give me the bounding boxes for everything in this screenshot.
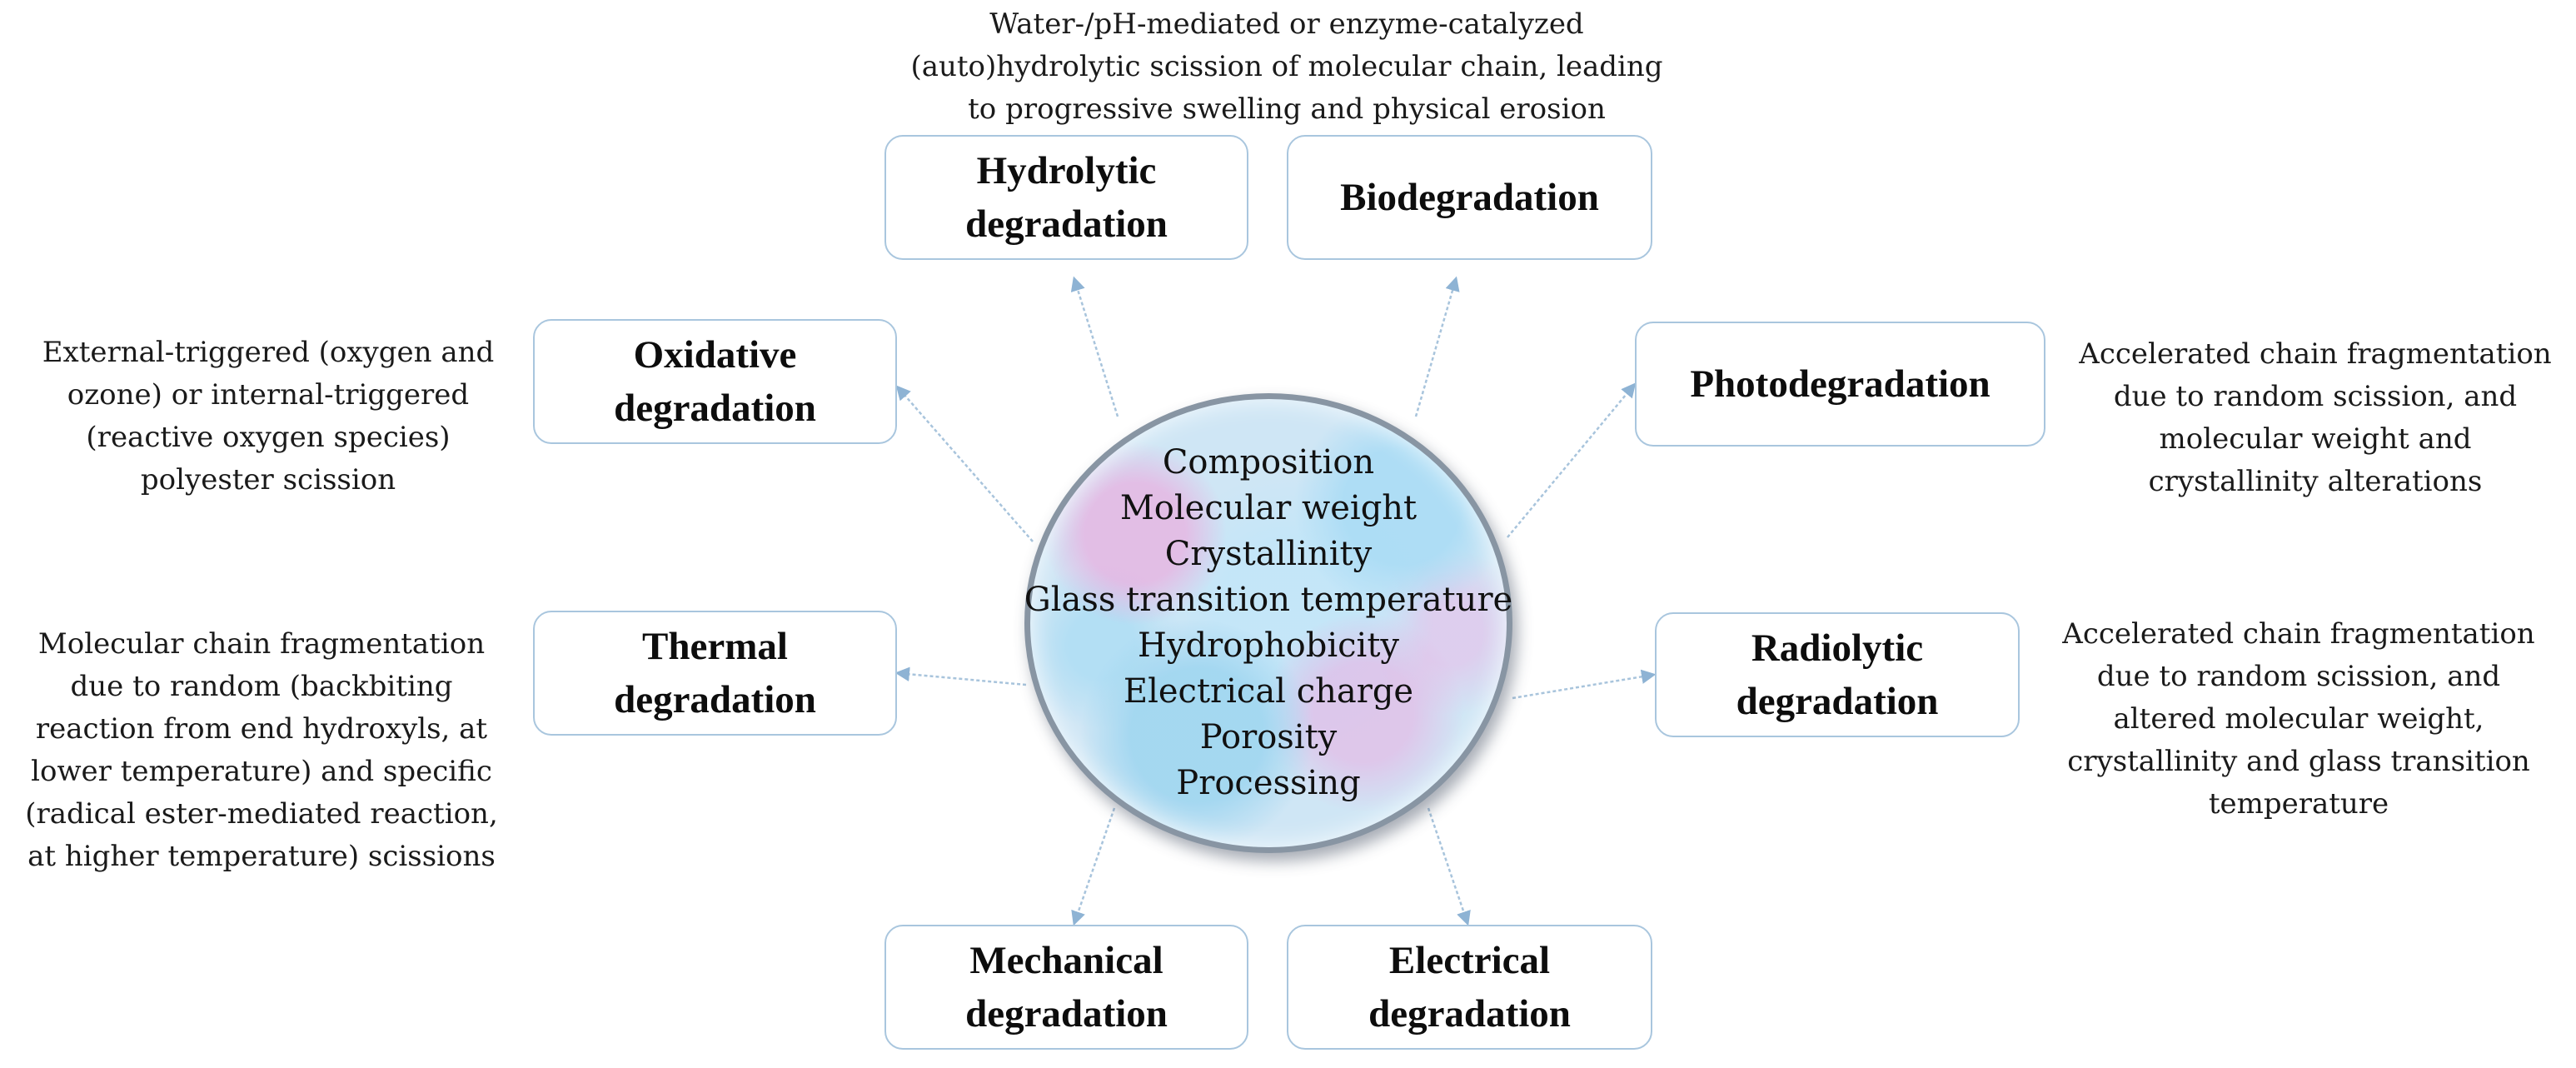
- electrical-line1: Electrical: [1388, 939, 1551, 982]
- oxidative-description: External-triggered (oxygen and ozone) or…: [42, 336, 495, 497]
- mechanical-degradation-node: Mechanical degradation: [884, 925, 1248, 1050]
- photodegradation-node: Photodegradation: [1635, 322, 2045, 447]
- mechanical-line2: degradation: [965, 992, 1168, 1036]
- electrical-degradation-node: Electrical degradation: [1287, 925, 1652, 1050]
- arrow-to-photodegradation: [1507, 382, 1637, 538]
- thermal-description: Molecular chain fragmentation due to ran…: [25, 627, 498, 873]
- arrow-to-oxidative: [895, 385, 1034, 542]
- polymer-properties-circle: Composition Molecular weight Crystallini…: [1024, 393, 1512, 853]
- arrow-to-biodegradation: [1414, 276, 1460, 417]
- radiolytic-line2: degradation: [1736, 680, 1939, 723]
- mechanical-line1: Mechanical: [969, 939, 1163, 982]
- oxidative-line2: degradation: [614, 387, 816, 430]
- hydrolytic-degradation-node: Hydrolytic degradation: [884, 135, 1248, 260]
- arrow-to-electrical: [1427, 807, 1471, 926]
- photodegradation-description: Accelerated chain fragmentation due to r…: [2079, 337, 2552, 498]
- oxidative-line1: Oxidative: [633, 333, 797, 377]
- arrow-to-hydrolytic: [1070, 276, 1119, 417]
- arrow-to-thermal: [894, 666, 1027, 686]
- radiolytic-degradation-node: Radiolytic degradation: [1655, 612, 2020, 737]
- hydrolytic-line1: Hydrolytic: [976, 149, 1157, 192]
- biodegradation-line1: Biodegradation: [1340, 176, 1599, 219]
- thermal-line1: Thermal: [642, 625, 788, 668]
- electrical-line2: degradation: [1368, 992, 1571, 1036]
- arrow-to-mechanical: [1071, 807, 1116, 926]
- biodegradation-node: Biodegradation: [1287, 135, 1652, 260]
- radiolytic-line1: Radiolytic: [1751, 626, 1924, 670]
- property-porosity: Porosity: [1199, 718, 1338, 756]
- oxidative-degradation-node: Oxidative degradation: [533, 319, 897, 444]
- hydrolytic-bio-description: Water-/pH-mediated or enzyme-catalyzed (…: [910, 7, 1663, 126]
- property-composition: Composition: [1162, 443, 1375, 482]
- thermal-line2: degradation: [614, 678, 816, 721]
- photodegradation-line1: Photodegradation: [1690, 362, 1991, 406]
- property-crystallinity: Crystallinity: [1164, 535, 1373, 573]
- property-electrical-charge: Electrical charge: [1123, 672, 1414, 711]
- hydrolytic-line2: degradation: [965, 202, 1168, 246]
- property-processing: Processing: [1176, 764, 1361, 802]
- thermal-degradation-node: Thermal degradation: [533, 611, 897, 736]
- property-molecular-weight: Molecular weight: [1119, 489, 1418, 527]
- property-glass-transition: Glass transition temperature: [1024, 581, 1513, 619]
- arrow-to-radiolytic: [1512, 669, 1657, 700]
- radiolytic-description: Accelerated chain fragmentation due to r…: [2062, 617, 2535, 821]
- property-hydrophobicity: Hydrophobicity: [1137, 626, 1399, 665]
